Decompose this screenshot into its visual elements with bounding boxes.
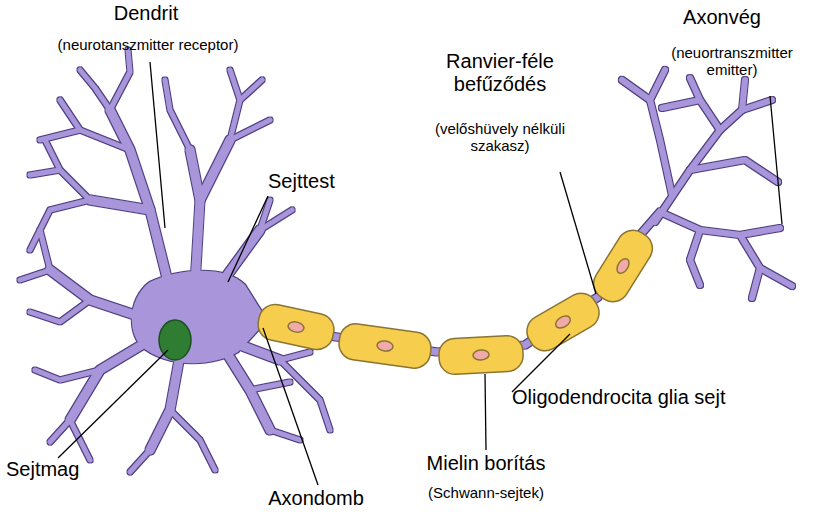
part-label: (neuortranszmitter emitter) bbox=[657, 44, 807, 79]
leader-line bbox=[150, 62, 165, 228]
myelin-sheath bbox=[255, 224, 658, 375]
soma bbox=[132, 271, 262, 363]
part-label: Axondomb bbox=[268, 487, 364, 510]
leader-line bbox=[263, 328, 318, 485]
dendrites bbox=[20, 50, 330, 472]
part-label: Sejtmag bbox=[6, 458, 79, 481]
part-label: Ranvier-féle befűződés bbox=[420, 50, 580, 96]
part-label: Axonvég bbox=[683, 6, 761, 29]
part-label: (Schwann-sejtek) bbox=[428, 484, 544, 501]
leader-lines bbox=[58, 62, 782, 485]
part-label: Sejttest bbox=[268, 170, 335, 193]
part-label: (velőshüvely nélküli szakasz) bbox=[415, 120, 585, 155]
neuron-body bbox=[20, 50, 792, 472]
part-label: Mielin borítás bbox=[427, 452, 546, 475]
part-label: Dendrit bbox=[114, 2, 178, 25]
part-label: Oligodendrocita glia sejt bbox=[512, 386, 725, 409]
leader-line bbox=[770, 96, 782, 224]
part-label: (neurotanszmitter receptor) bbox=[58, 36, 239, 53]
leader-line bbox=[512, 334, 570, 392]
axon bbox=[258, 70, 792, 352]
leader-line bbox=[58, 350, 168, 458]
leader-line bbox=[228, 196, 268, 282]
leader-line bbox=[485, 374, 486, 450]
leader-line bbox=[560, 172, 596, 294]
